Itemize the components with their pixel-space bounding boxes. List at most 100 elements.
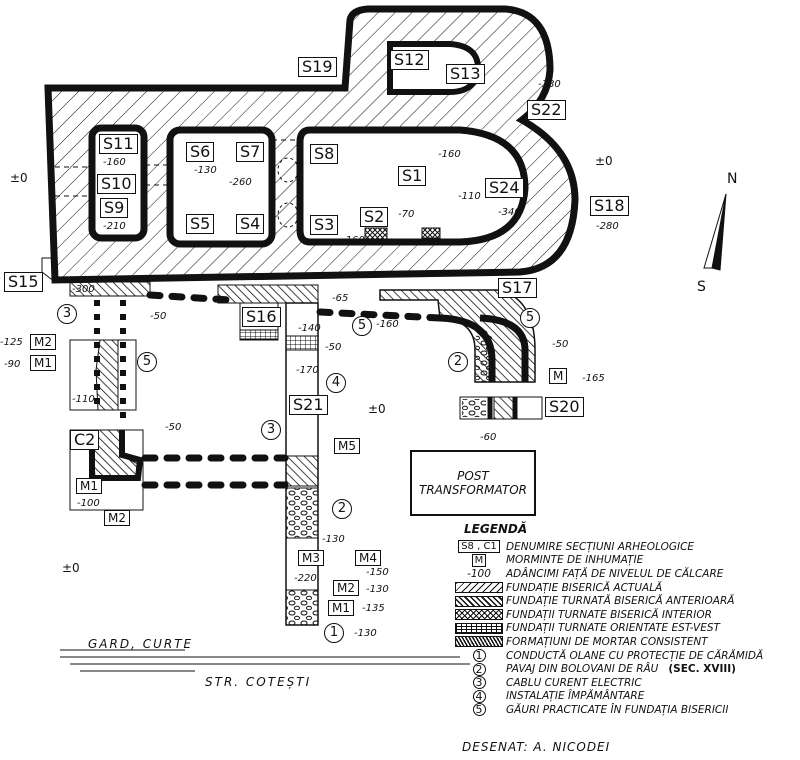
swatch-hatch2 — [455, 595, 503, 607]
depth-label: -50 — [552, 339, 569, 350]
post-line2: TRANSFORMATOR — [419, 483, 527, 497]
section-label: S8 — [310, 144, 339, 164]
legend-text: CONDUCTĂ OLANE CU PROTECȚIE DE CĂRĂMIDĂ — [506, 649, 764, 662]
swatch-hatch — [455, 582, 503, 594]
legend-text: MORMINTE DE INHUMAȚIE — [506, 554, 644, 567]
legend-text: FUNDAȚII TURNATE ORIENTATE EST-VEST — [506, 622, 720, 635]
legend-text: FORMAȚIUNI DE MORTAR CONSISTENT — [506, 635, 708, 648]
circled-number: 1 — [324, 623, 344, 643]
century-note: (SEC. XVIII) — [668, 663, 736, 676]
section-label: S4 — [236, 214, 265, 234]
grave-label: M — [549, 368, 568, 384]
legend-text: PAVAJ DIN BOLOVANI DE RÂU — [506, 663, 659, 676]
circled-number: 5 — [520, 308, 540, 328]
grave-label: M5 — [334, 438, 360, 454]
compass-north: N — [727, 171, 738, 187]
depth-label: -100 — [77, 498, 100, 509]
legend-number: 5 — [472, 703, 486, 717]
depth-label: -110 — [72, 394, 95, 405]
depth-label: -50 — [150, 311, 167, 322]
legend-row: M MORMINTE DE INHUMAȚIE — [452, 553, 763, 568]
grave-label: M1 — [30, 355, 56, 371]
swatch-dense — [455, 636, 503, 648]
legend-depth-key: -100 — [467, 567, 491, 580]
section-label: S7 — [236, 142, 265, 162]
legend-row: S8 , C1 DENUMIRE SECȚIUNI ARHEOLOGICE — [452, 540, 763, 554]
drawn-by: DESENAT: A. NICODEI — [462, 740, 611, 754]
fence-label: GARD, CURTE — [88, 637, 194, 651]
legend-text: FUNDAȚII TURNATE BISERICĂ INTERIOR — [506, 608, 712, 621]
depth-label: -50 — [325, 342, 342, 353]
section-label: S15 — [4, 272, 43, 292]
grave-label: M2 — [104, 510, 130, 526]
grave-label: M2 — [30, 334, 56, 350]
legend-row: 2 PAVAJ DIN BOLOVANI DE RÂU (SEC. XVIII) — [452, 662, 763, 676]
grave-label: M2 — [333, 580, 359, 596]
depth-label: -300 — [72, 284, 95, 295]
legend-text: FUNDAȚIE TURNATĂ BISERICĂ ANTERIOARĂ — [506, 595, 735, 608]
zero-level-label: ±0 — [595, 154, 613, 168]
circled-number: 3 — [57, 304, 77, 324]
zero-level-label: ±0 — [10, 171, 28, 185]
section-label: S5 — [186, 214, 215, 234]
legend-row: FUNDAȚIE TURNATĂ BISERICĂ ANTERIOARĂ — [452, 594, 763, 608]
zero-level-label: ±0 — [62, 561, 80, 575]
trench-s15 — [69, 281, 151, 297]
legend-number: 2 — [472, 662, 486, 676]
grave-label: M1 — [76, 478, 102, 494]
depth-label: -160 — [376, 319, 399, 330]
legend-number: 1 — [472, 649, 486, 663]
room-naos — [296, 126, 529, 246]
depth-label: -65 — [332, 293, 349, 304]
legend-title: LEGENDĂ — [464, 522, 528, 536]
legend-row: 1 CONDUCTĂ OLANE CU PROTECȚIE DE CĂRĂMIDĂ — [452, 649, 763, 663]
section-label: S18 — [590, 196, 629, 216]
circled-number: 2 — [448, 352, 468, 372]
circled-number: 5 — [352, 316, 372, 336]
depth-label: -280 — [596, 221, 619, 232]
section-label: S3 — [310, 215, 339, 235]
section-label: S13 — [446, 64, 485, 84]
depth-label: -170 — [296, 365, 319, 376]
circled-number: 5 — [137, 352, 157, 372]
circled-number: 4 — [326, 373, 346, 393]
section-label: S2 — [360, 207, 389, 227]
legend-row: FORMAȚIUNI DE MORTAR CONSISTENT — [452, 635, 763, 649]
legend-row: FUNDAȚIE BISERICĂ ACTUALĂ — [452, 581, 763, 595]
depth-label: -210 — [103, 221, 126, 232]
depth-label: -150 — [366, 567, 389, 578]
depth-label: -160 — [342, 235, 365, 246]
legend-row: FUNDAȚII TURNATE ORIENTATE EST-VEST — [452, 622, 763, 636]
legend-grave-key: M — [471, 553, 487, 567]
depth-label: -260 — [229, 177, 252, 188]
depth-label: -60 — [480, 432, 497, 443]
circled-number: 2 — [332, 499, 352, 519]
depth-label: -130 — [194, 165, 217, 176]
section-label: S1 — [398, 166, 427, 186]
depth-label: -160 — [438, 149, 461, 160]
depth-label: -140 — [298, 323, 321, 334]
legend-text: DENUMIRE SECȚIUNI ARHEOLOGICE — [506, 540, 695, 553]
legend-number: 3 — [472, 676, 486, 690]
section-label: C2 — [70, 430, 100, 450]
legend-number: 4 — [472, 689, 486, 703]
legend-row: 3 CABLU CURENT ELECTRIC — [452, 676, 763, 690]
legend-text: CABLU CURENT ELECTRIC — [506, 676, 642, 689]
north-arrow-icon — [703, 193, 727, 271]
section-label: S22 — [527, 100, 566, 120]
depth-label: -160 — [103, 157, 126, 168]
legend-section-key: S8 , C1 — [458, 540, 500, 554]
street-lines — [60, 649, 470, 672]
trench-s16 — [217, 284, 319, 304]
post-line1: POST — [457, 469, 489, 483]
depth-label: -130 — [366, 584, 389, 595]
transformer-station-box: POST TRANSFORMATOR — [410, 450, 536, 516]
section-label: S9 — [100, 198, 129, 218]
depth-label: -340 — [498, 207, 521, 218]
section-label: S10 — [97, 174, 136, 194]
swatch-cross — [455, 609, 503, 621]
depth-label: -165 — [582, 373, 605, 384]
